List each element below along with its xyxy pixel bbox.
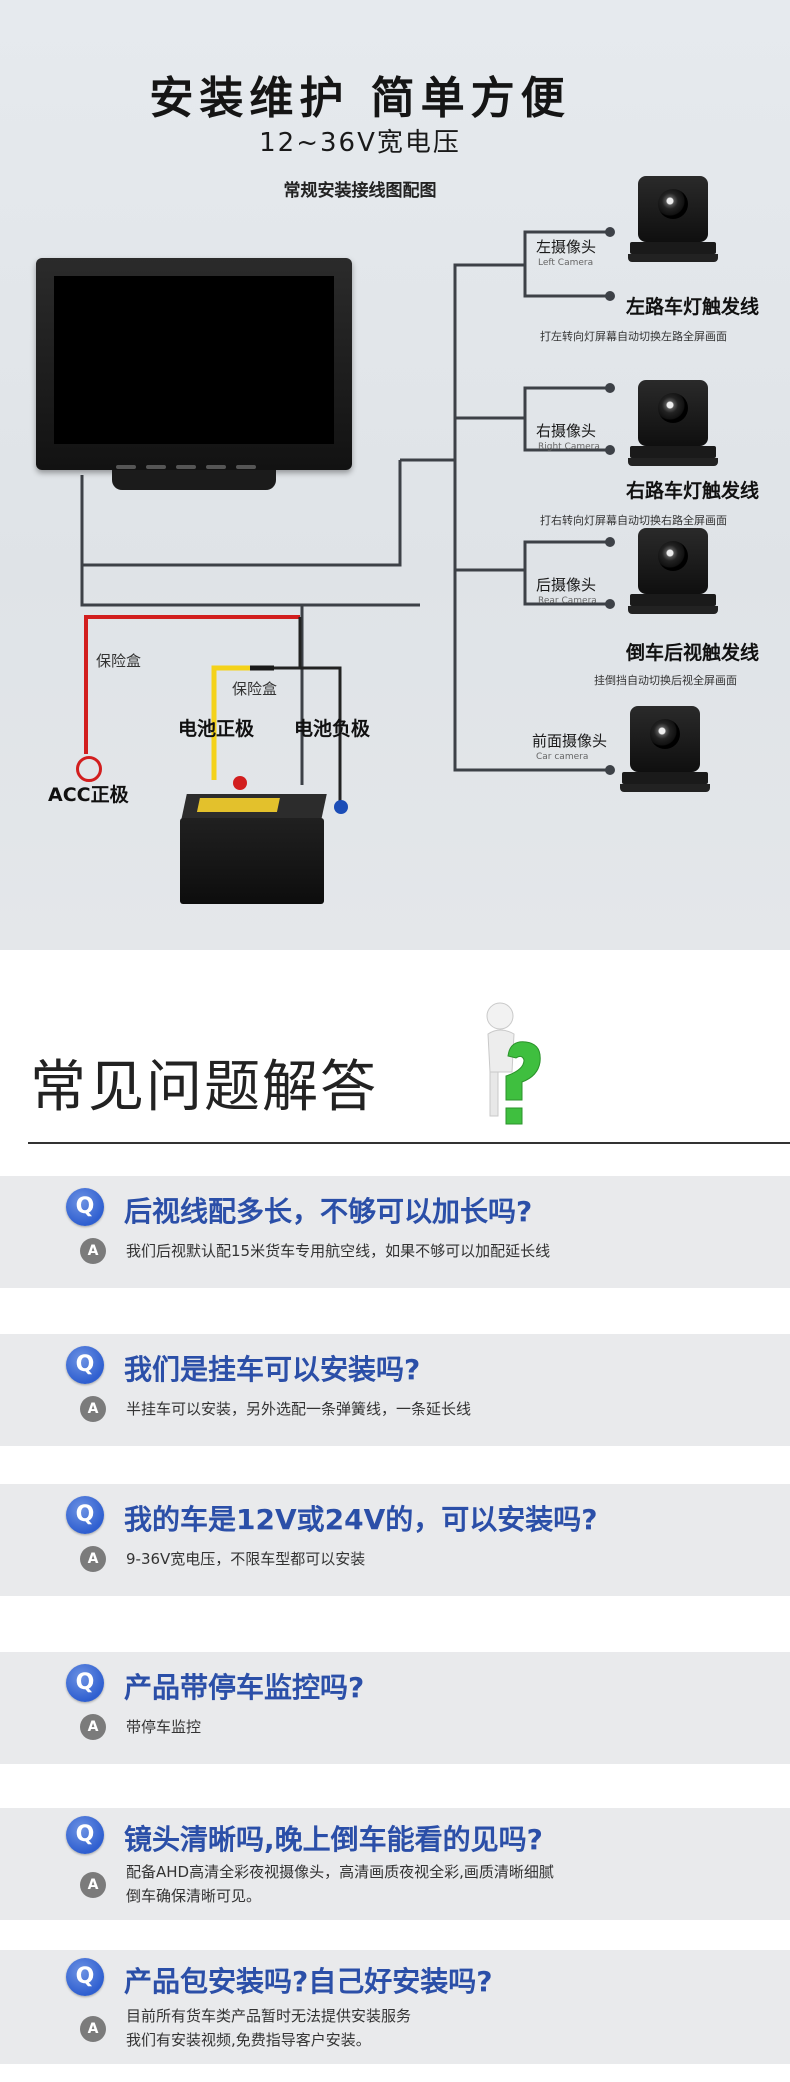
battery-positive-label: 电池正极	[178, 718, 255, 740]
camera-rear-label: 后摄像头	[536, 576, 597, 594]
camera-right-en: Right Camera	[538, 442, 600, 452]
question-icon: Q	[66, 1496, 104, 1534]
acc-terminal-icon	[76, 756, 102, 782]
camera-right-label: 右摄像头	[536, 422, 597, 440]
rear-trigger-note: 挂倒挡自动切换后视全屏画面	[594, 674, 737, 687]
camera-front-label: 前面摄像头	[532, 732, 608, 750]
question-text: 产品带停车监控吗?	[124, 1671, 365, 1704]
faq-item: Q 后视线配多长，不够可以加长吗? A 我们后视默认配15米货车专用航空线，如果…	[0, 1176, 790, 1288]
faq-item: Q 产品带停车监控吗? A 带停车监控	[0, 1652, 790, 1764]
battery-negative-label: 电池负极	[294, 718, 371, 740]
answer-text: 目前所有货车类产品暂时无法提供安装服务	[126, 2007, 412, 2025]
faq-divider	[28, 1142, 790, 1144]
right-trigger-note: 打右转向灯屏幕自动切换右路全屏画面	[540, 514, 727, 527]
wire-right-cam	[455, 386, 608, 420]
camera-lens-icon	[658, 541, 688, 571]
wiring-diagram	[80, 227, 615, 802]
answer-icon: A	[80, 1872, 106, 1898]
faq-item: Q 产品包安装吗?自己好安装吗? A 目前所有货车类产品暂时无法提供安装服务 我…	[0, 1950, 790, 2064]
fuse-box-label-2: 保险盒	[232, 680, 278, 698]
question-text: 镜头清晰吗,晚上倒车能看的见吗?	[124, 1823, 543, 1856]
camera-rear-en: Rear Camera	[538, 596, 597, 606]
camera-lens-icon	[658, 189, 688, 219]
answer-text: 我们后视默认配15米货车专用航空线，如果不够可以加配延长线	[126, 1242, 551, 1260]
wire-rear-cam	[455, 540, 608, 572]
acc-label: ACC正极	[48, 784, 129, 806]
monitor-buttons	[116, 454, 316, 469]
left-trigger-label: 左路车灯触发线	[626, 296, 760, 318]
faq-item: Q 镜头清晰吗,晚上倒车能看的见吗? A 配备AHD高清全彩夜视摄像头，高清画质…	[0, 1808, 790, 1920]
negative-wire	[274, 617, 342, 802]
wire-left-trigger	[523, 265, 608, 298]
answer-icon: A	[80, 1714, 106, 1740]
question-icon: Q	[66, 1188, 104, 1226]
fuse-box-label-1: 保险盒	[96, 652, 142, 670]
answer-icon: A	[80, 1238, 106, 1264]
camera-front-en: Car camera	[536, 752, 589, 762]
faq-item: Q 我们是挂车可以安装吗? A 半挂车可以安装，另外选配一条弹簧线，一条延长线	[0, 1334, 790, 1446]
question-icon: Q	[66, 1346, 104, 1384]
camera-left	[628, 176, 718, 272]
camera-front	[620, 706, 710, 802]
battery-icon	[180, 794, 327, 904]
monitor	[36, 258, 352, 470]
right-trigger-label: 右路车灯触发线	[626, 480, 760, 502]
answer-icon: A	[80, 2016, 106, 2042]
camera-right	[628, 380, 718, 476]
battery-negative-terminal	[334, 800, 348, 814]
question-text: 我的车是12V或24V的，可以安装吗?	[124, 1503, 598, 1536]
question-icon: Q	[66, 1816, 104, 1854]
answer-text-line-2: 倒车确保清晰可见。	[126, 1887, 262, 1905]
install-section: 安装维护 简单方便 12~36V宽电压 常规安装接线图配图	[0, 0, 790, 950]
diagram-title: 常规安装接线图配图	[283, 181, 437, 201]
install-subtitle: 12~36V宽电压	[259, 128, 461, 158]
wire-rear-trigger	[523, 570, 608, 606]
answer-text: 配备AHD高清全彩夜视摄像头，高清画质夜视全彩,画质清晰细腻	[126, 1863, 554, 1881]
wire-monitor-lower	[80, 565, 420, 607]
faq-item: Q 我的车是12V或24V的，可以安装吗? A 9-36V宽电压，不限车型都可以…	[0, 1484, 790, 1596]
camera-left-label: 左摄像头	[536, 238, 597, 256]
answer-text: 带停车监控	[126, 1718, 202, 1736]
question-text: 我们是挂车可以安装吗?	[124, 1353, 421, 1386]
acc-wire	[84, 615, 300, 754]
rear-trigger-label: 倒车后视触发线	[626, 642, 760, 664]
wire-right-trigger	[523, 418, 608, 452]
wire-left-cam	[400, 230, 608, 462]
camera-rear	[628, 528, 718, 624]
camera-lens-icon	[650, 719, 680, 749]
faq-title: 常见问题解答	[30, 1055, 378, 1120]
answer-text-line-2: 我们有安装视频,免费指导客户安装。	[126, 2031, 371, 2049]
answer-text: 半挂车可以安装，另外选配一条弹簧线，一条延长线	[126, 1400, 472, 1418]
question-icon: Q	[66, 1664, 104, 1702]
question-icon: Q	[66, 1958, 104, 1996]
answer-icon: A	[80, 1546, 106, 1572]
wire-monitor-right	[80, 460, 402, 567]
install-title: 安装维护 简单方便	[149, 73, 571, 124]
left-trigger-note: 打左转向灯屏幕自动切换左路全屏画面	[540, 330, 727, 343]
wire-endpoints	[605, 227, 615, 775]
monitor-screen	[54, 276, 334, 444]
wire-trunk	[453, 265, 608, 772]
video-wires	[80, 230, 608, 785]
monitor-stand	[112, 470, 276, 490]
battery-positive-terminal	[233, 776, 247, 790]
camera-lens-icon	[658, 393, 688, 423]
question-text: 后视线配多长，不够可以加长吗?	[124, 1195, 533, 1228]
camera-left-en: Left Camera	[538, 258, 594, 268]
answer-icon: A	[80, 1396, 106, 1422]
question-text: 产品包安装吗?自己好安装吗?	[124, 1965, 493, 1998]
question-mascot-icon	[486, 1002, 541, 1125]
answer-text: 9-36V宽电压，不限车型都可以安装	[126, 1550, 366, 1568]
